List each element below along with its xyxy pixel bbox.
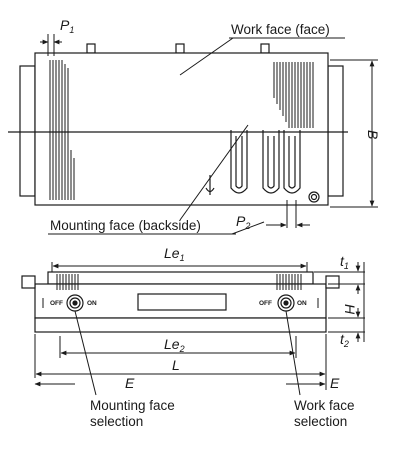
top-plate xyxy=(47,271,314,285)
coolant-fitting xyxy=(308,191,320,203)
mounting-selection-leader xyxy=(74,310,97,396)
right-flange xyxy=(327,65,344,197)
left-flange xyxy=(19,65,36,197)
work-face-label: Work face (face) xyxy=(229,22,345,39)
le2-label: Le2 xyxy=(164,336,185,354)
mounting-face-leader xyxy=(179,124,249,221)
left-on-text: ON xyxy=(87,300,97,307)
right-pole-stripes xyxy=(273,62,314,128)
top-view xyxy=(8,37,348,221)
t2-label: t2 xyxy=(340,331,349,349)
mounting-face-label: Mounting face (backside) xyxy=(48,218,236,235)
mounting-selection-line2: selection xyxy=(90,414,143,429)
l-label: L xyxy=(172,357,180,373)
top-tab xyxy=(86,43,96,54)
h-label: H xyxy=(342,304,358,315)
p2-label: P2 xyxy=(236,213,250,231)
l-dimension xyxy=(34,334,327,378)
le1-label: Le1 xyxy=(164,245,185,263)
top-tab xyxy=(260,43,270,54)
top-tab xyxy=(175,43,185,54)
e-right-label: E xyxy=(330,375,340,391)
work-face-leader xyxy=(179,37,234,76)
cooling-tubes xyxy=(205,130,301,195)
p1-label: P1 xyxy=(60,17,74,35)
front-right-stripes xyxy=(276,274,302,290)
front-view xyxy=(21,262,340,333)
right-off-text: OFF xyxy=(259,300,272,307)
coolant-fitting-inner xyxy=(310,193,318,201)
work-selection-leader xyxy=(285,310,301,396)
e-left-label: E xyxy=(125,375,135,391)
mounting-face-text: Mounting face (backside) xyxy=(50,218,201,233)
t1-label: t1 xyxy=(340,253,349,271)
center-window xyxy=(137,293,227,311)
b-label: B xyxy=(365,130,381,139)
left-side-tab xyxy=(21,275,36,289)
work-selection-line1: Work face xyxy=(294,398,355,413)
base-plate xyxy=(34,317,327,333)
work-face-text: Work face (face) xyxy=(231,22,330,37)
mounting-selection-line1: Mounting face xyxy=(90,398,175,413)
p2-dimension xyxy=(231,200,310,235)
e-right-dimension xyxy=(286,378,327,390)
left-off-text: OFF xyxy=(50,300,63,307)
right-on-text: ON xyxy=(297,300,307,307)
p1-dimension xyxy=(40,34,62,56)
front-left-stripes xyxy=(56,274,79,290)
work-selection-line2: selection xyxy=(294,414,347,429)
le2-dimension xyxy=(59,336,297,358)
right-side-tab xyxy=(325,275,340,289)
b-dimension xyxy=(330,59,378,208)
height-dimensions xyxy=(314,262,365,342)
